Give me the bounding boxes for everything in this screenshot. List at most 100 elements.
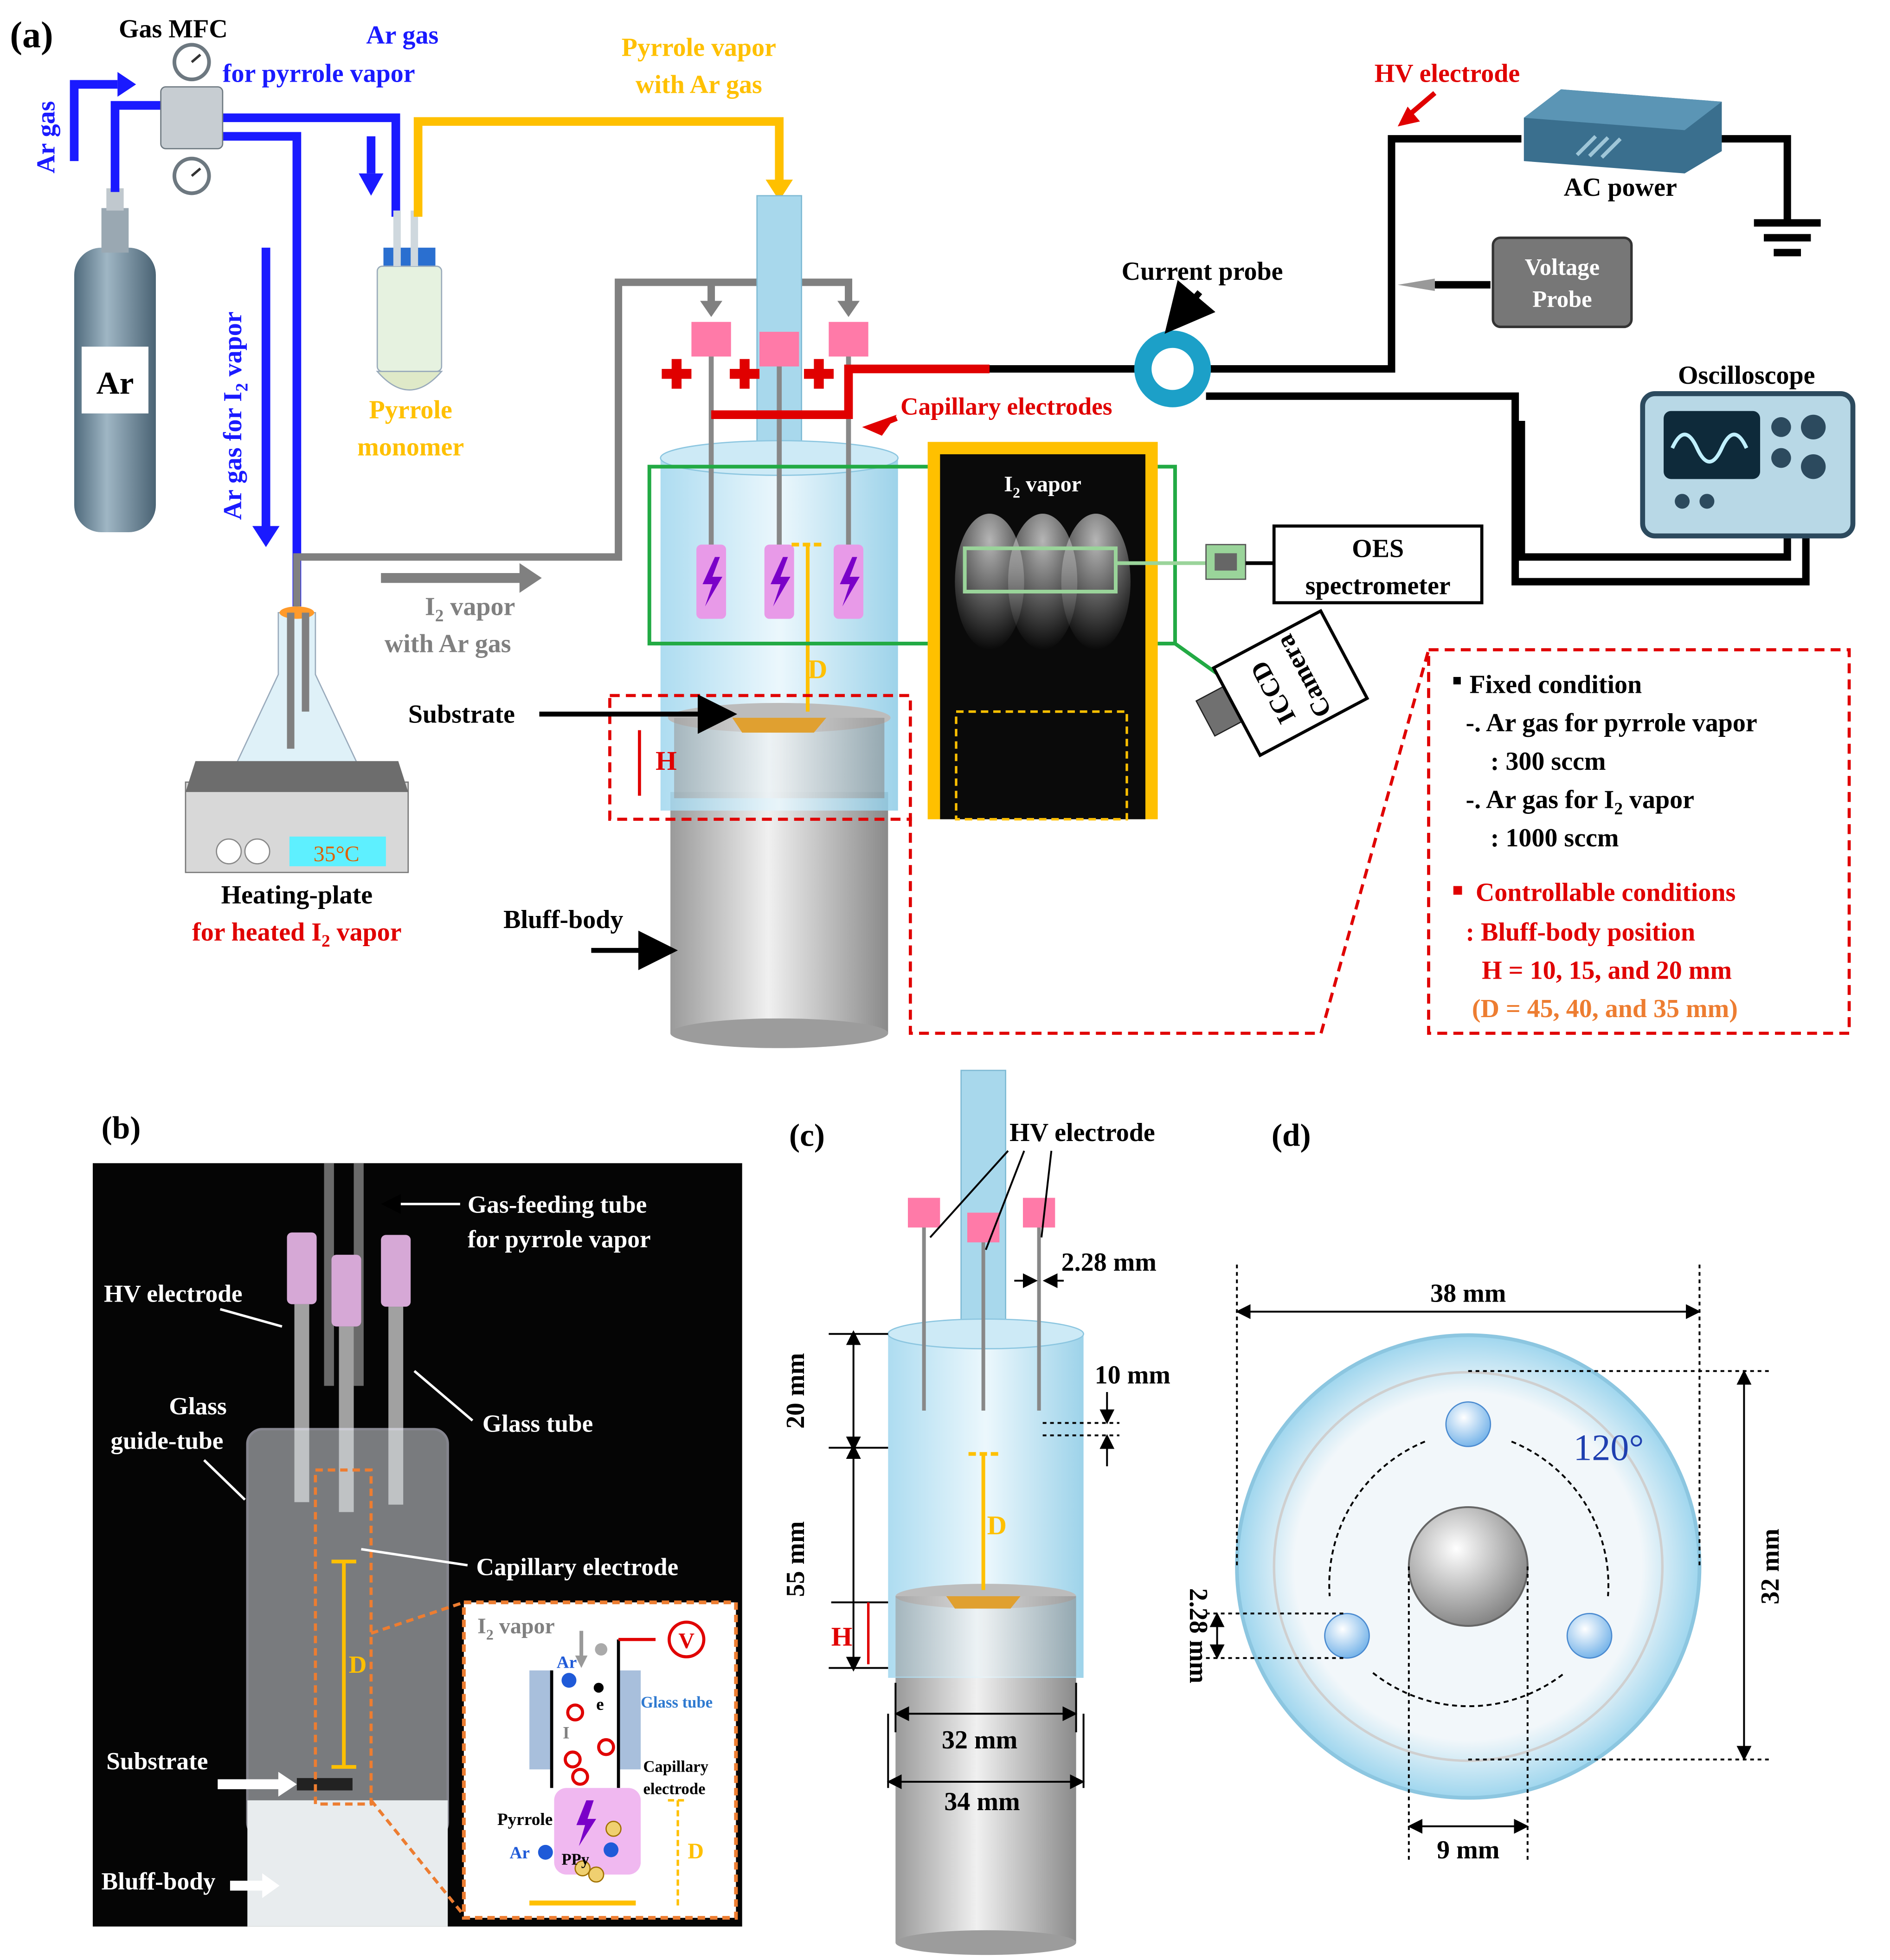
pyrrole-vial [376, 210, 443, 391]
oes-spectrometer [1272, 524, 1484, 605]
capillary-electrode-label-b: Capillary electrode [476, 1553, 678, 1581]
pyrrole-monomer-label-1: Pyrrole [369, 396, 452, 425]
d-label-b: D [349, 1651, 367, 1678]
dim-32-c: 32 mm [942, 1726, 1017, 1754]
inset-capillary-2: electrode [643, 1780, 705, 1798]
fixed-condition-title: Fixed condition [1469, 671, 1642, 699]
discharge-region-box [647, 464, 1177, 645]
hv-electrode-label-b: HV electrode [104, 1279, 243, 1307]
heating-plate [185, 606, 409, 873]
hv-electrode-label-a: HV electrode [1375, 59, 1520, 88]
panel-a-label: (a) [10, 15, 53, 56]
inset-pyrrole: Pyrrole [497, 1810, 553, 1829]
inset-d: D [688, 1839, 704, 1863]
i2-vapor-photo-label: I2 vapor [1004, 472, 1081, 501]
dim-32-d: 32 mm [1756, 1528, 1785, 1604]
fixed-cond-1-val: : 300 sccm [1491, 747, 1606, 776]
fixed-bullet [1453, 677, 1461, 684]
gas-mfc [160, 43, 224, 195]
panel-c-label: (c) [789, 1117, 825, 1153]
horizontal-dimension-lines-c [887, 1683, 1085, 1789]
dim-228-c: 2.28 mm [1061, 1248, 1157, 1277]
inset-v: V [678, 1629, 694, 1653]
temp-display: 35°C [314, 842, 360, 866]
pyrrole-vapor-arrowhead [765, 180, 793, 201]
inset-i2-vapor: I2 vapor [477, 1614, 555, 1643]
dim-10-c: 10 mm [1095, 1360, 1170, 1389]
glass-guide-label-1: Glass [169, 1392, 226, 1420]
controllable-bullet [1453, 886, 1462, 895]
i2-vapor-label-a: I2 vapor [425, 593, 515, 625]
top-view-d [1235, 1333, 1702, 1800]
dim-228-d: 2.28 mm [1184, 1588, 1213, 1683]
ar-gas-arrowhead-1 [117, 72, 136, 97]
inset-glass-tube: Glass tube [641, 1694, 713, 1711]
fixed-cond-2-val: : 1000 sccm [1491, 824, 1619, 852]
dim-38-d: 38 mm [1430, 1279, 1506, 1308]
dim-55-c: 55 mm [781, 1521, 810, 1597]
inset-ppy: PPy [561, 1851, 589, 1869]
substrate-box-a [608, 694, 912, 821]
inset-i2-minus: I [563, 1724, 570, 1743]
substrate-arrow-b [218, 1772, 297, 1797]
oes-label-2: spectrometer [1305, 571, 1451, 600]
hv-electrode-arrowhead [1397, 106, 1420, 127]
conditions-box [1427, 648, 1851, 1035]
controllable-title: Controllable conditions [1476, 878, 1736, 907]
i2-vapor-line [293, 278, 853, 606]
pyrrole-vapor-line [413, 117, 784, 217]
i2-arrowhead-3 [837, 301, 860, 317]
ac-power-supply [1524, 89, 1722, 174]
inset-ar-bottom: Ar [509, 1844, 530, 1863]
panel-b-label: (b) [102, 1109, 141, 1145]
i2-with-ar-label: with Ar gas [385, 630, 511, 658]
dim-9-d: 9 mm [1437, 1836, 1499, 1864]
reactor-schematic-c [887, 1070, 1084, 1955]
oscilloscope-label: Oscilloscope [1678, 361, 1815, 390]
reactor-assembly [660, 195, 899, 1048]
gas-feed-label-2: for pyrrole vapor [468, 1225, 651, 1253]
positive-polarity-marks [662, 359, 834, 389]
dim-20-c: 20 mm [781, 1353, 810, 1429]
fixed-cond-1: -. Ar gas for pyrrole vapor [1466, 709, 1757, 737]
controllable-2: H = 10, 15, and 20 mm [1482, 956, 1732, 985]
ar-gas-arrowhead-3 [252, 526, 280, 547]
controllable-1: : Bluff-body position [1466, 918, 1695, 947]
dim-34-c: 34 mm [944, 1787, 1020, 1816]
voltage-probe-tip [1397, 278, 1435, 291]
iccd-photo [927, 442, 1158, 821]
heating-plate-label-2: for heated I2 vapor [192, 918, 401, 951]
h-label-c: H [831, 1622, 853, 1652]
ar-gas-cylinder: Ar [74, 188, 156, 532]
mechanism-inset [462, 1600, 738, 1920]
panel-d-label: (d) [1272, 1117, 1311, 1153]
glass-guide-label-2: guide-tube [110, 1427, 223, 1455]
capillary-electrodes-label: Capillary electrodes [900, 393, 1112, 420]
i2-arrowhead-1 [700, 301, 723, 317]
iccd-camera: ICCD Camera [1195, 609, 1369, 758]
ar-gas-pyrrole-label-1: Ar gas [366, 21, 438, 50]
oscilloscope [1640, 391, 1856, 539]
zoom-link-lines [909, 649, 1430, 1035]
ground-symbol [1754, 219, 1821, 257]
ar-gas-pyrrole-label-2: for pyrrole vapor [223, 59, 415, 88]
inset-ar-top: Ar [557, 1653, 577, 1672]
glass-tube-label-b: Glass tube [482, 1409, 593, 1437]
dimension-lines-d [1206, 1264, 1772, 1863]
angle-d: 120° [1573, 1428, 1644, 1469]
ar-cylinder-label: Ar [96, 365, 134, 400]
gas-feed-label-1: Gas-feeding tube [468, 1190, 647, 1218]
controllable-3: (D = 45, 40, and 35 mm) [1472, 994, 1738, 1023]
current-probe-label: Current probe [1122, 257, 1283, 286]
substrate-label-b: Substrate [106, 1747, 208, 1775]
vertical-dimension-lines-c [829, 1330, 1119, 1672]
hv-red-wire [711, 364, 990, 419]
heating-plate-label-1: Heating-plate [221, 881, 373, 909]
bluff-body-label-a: Bluff-body [503, 905, 623, 934]
ar-gas-i2-label: Ar gas for I2 vapor [219, 311, 251, 520]
voltage-probe [1491, 236, 1633, 329]
voltage-probe-label-2: Probe [1532, 286, 1592, 312]
substrate-label-a: Substrate [408, 700, 515, 729]
